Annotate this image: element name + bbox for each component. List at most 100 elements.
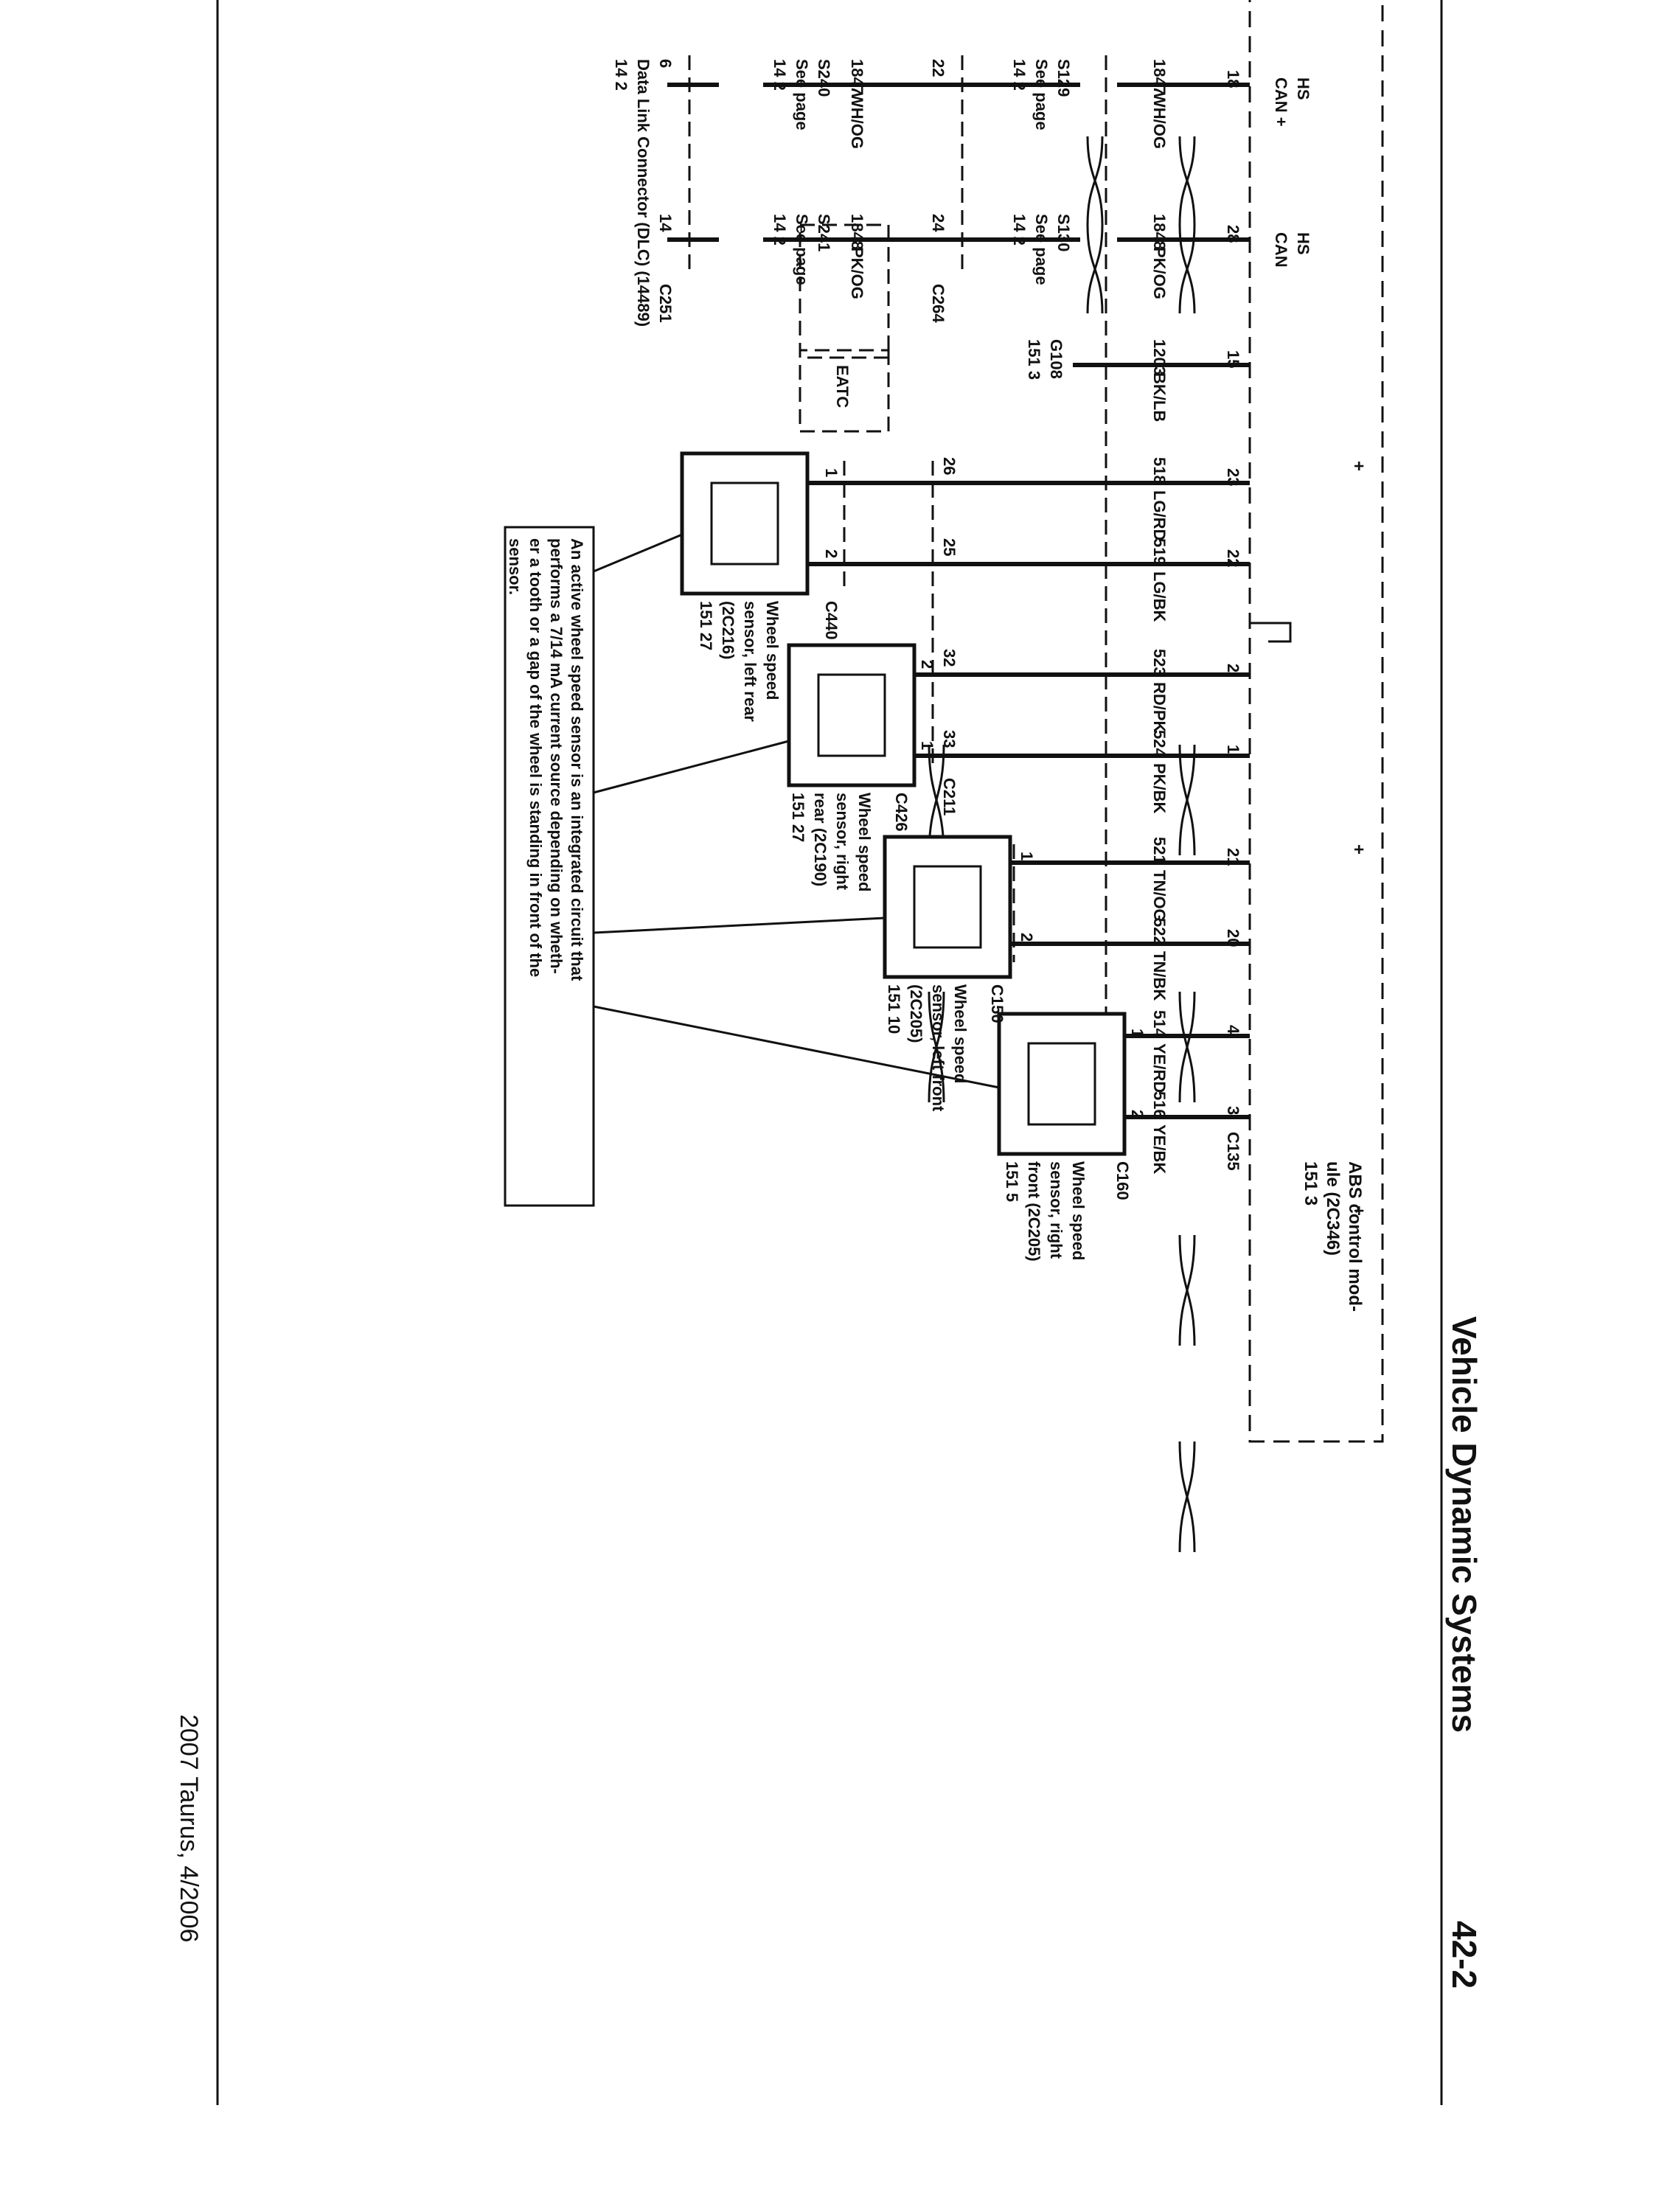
sensor-left-rear-line1: Wheel speed (763, 601, 782, 700)
abs-module-name-2: ule (2C346) (1323, 1161, 1343, 1256)
sensor-right-front-line2: sensor, right (1047, 1161, 1065, 1259)
c264-circuit-a: 1847 (848, 59, 866, 95)
eatc-label: EATC (833, 365, 852, 408)
connector-c211-label: C211 (940, 778, 959, 815)
arrow-left-front (593, 917, 886, 934)
sensor-right-front-connector: C160 (1113, 1161, 1132, 1200)
wire-516-color: YE/BK (1150, 1124, 1169, 1174)
splice-s129-ref: 14 2 (1010, 59, 1029, 91)
wire-1203-circuit: 1203 (1150, 339, 1169, 375)
note-line-2: performs a 7/14 mA current source depend… (547, 538, 566, 974)
dlc-pin-a: 6 (656, 59, 675, 68)
connector-c264-label: C264 (929, 284, 947, 323)
splice-s130-ref: 14 2 (1010, 214, 1029, 246)
sensor-left-rear-ref: 151 27 (697, 601, 715, 650)
dlc-ref: 14 2 (612, 59, 630, 91)
note-line-4: sensor. (506, 538, 524, 595)
sensor-right-front-line3: front (2C205) (1025, 1161, 1043, 1262)
abs-module-box (1248, 0, 1384, 1443)
sensor-left-front-ref: 151 10 (885, 984, 903, 1034)
pin-20: 20 (1224, 929, 1242, 947)
dlc-pin-b: 14 (656, 214, 675, 232)
pin-18-sub1: HS (1294, 77, 1312, 100)
c211-pin-25: 25 (940, 538, 959, 556)
wire-522-color: TN/BK (1150, 951, 1169, 1001)
footer-text: 2007 Taurus, 4/2006 (175, 1714, 203, 1942)
twist-rr-d (928, 991, 945, 1103)
twist-rf-b (1178, 1441, 1196, 1553)
abs-module-ref: 151 3 (1301, 1161, 1321, 1206)
wire-519-color: LG/BK (1150, 571, 1169, 622)
wire-1203-color: BK/LB (1150, 372, 1169, 422)
note-line-3: er a tooth or a gap of the wheel is stan… (526, 538, 545, 977)
page-title: Vehicle Dynamic Systems (1445, 1316, 1484, 1733)
wire-514-color: YE/RD (1150, 1043, 1169, 1093)
sensor-left-front-connector: C150 (988, 984, 1006, 1023)
ground-g108-ref: 151 3 (1025, 339, 1043, 380)
pin-28-sub1: HS (1294, 232, 1312, 255)
sensor-right-rear-line3: rear (2C190) (811, 793, 830, 886)
splice-s240-name: S240 (815, 59, 833, 97)
twist-lf-b (1178, 1234, 1196, 1346)
wire-521-color: TN/OG (1150, 870, 1169, 922)
arrow-left-rear (593, 533, 683, 573)
pin-28: 28 (1224, 225, 1242, 243)
sensor-right-rear-ref: 151 27 (789, 793, 807, 842)
sensor-left-rear-line3: (2C216) (719, 601, 737, 659)
sensor-left-rear-body (680, 451, 810, 596)
c264-pin-b: 24 (929, 214, 947, 232)
plus-sign-3: + (1349, 1206, 1368, 1216)
wire-1847-circuit: 1847 (1150, 59, 1169, 95)
twist-can-a (1178, 136, 1196, 314)
sensor-right-front-pin-a: 1 (1128, 1029, 1147, 1037)
connector-c251-label: C251 (656, 284, 675, 323)
sensor-right-front-pin-b: 2 (1128, 1110, 1147, 1119)
sensor-right-rear-pin-a: 2 (918, 660, 936, 669)
wire-1848-circuit: 1848 (1150, 214, 1169, 250)
pin-23: 23 (1224, 468, 1242, 486)
pin-4: 4 (1224, 1025, 1242, 1034)
sensor-right-rear-body (787, 643, 917, 787)
wiring-diagram: Vehicle Dynamic Systems 42-2 2007 Taurus… (175, 0, 1484, 2105)
c264-pin-a: 22 (929, 59, 947, 77)
sensor-right-front-icon (1027, 1042, 1096, 1126)
c211-pin-26: 26 (940, 457, 959, 475)
wire-1847-color: WH/OG (1150, 92, 1169, 149)
eatc-box (799, 349, 890, 433)
pin-3: 3 (1224, 1106, 1242, 1115)
eatc-splice-box (799, 223, 890, 359)
wire-522-circuit: 522 (1150, 918, 1169, 945)
sensor-right-front-line1: Wheel speed (1069, 1161, 1088, 1260)
twist-lr-b (1178, 744, 1196, 856)
pin-2: 2 (1224, 664, 1242, 672)
wire-524-circuit: 524 (1150, 730, 1169, 757)
plus-sign-2: + (1349, 844, 1368, 855)
sensor-right-rear-line1: Wheel speed (855, 793, 874, 891)
plus-sign-1: + (1349, 461, 1368, 471)
wire-518-circuit: 518 (1150, 457, 1169, 484)
c264-circuit-b: 1848 (848, 214, 866, 250)
note-line-1: An active wheel speed sensor is an integ… (568, 538, 586, 981)
sensor-left-front-pin-b: 2 (1018, 933, 1036, 942)
sensor-right-rear-pin-b: 1 (918, 741, 936, 750)
splice-s130-name: S130 (1054, 214, 1073, 251)
arrow-right-rear (593, 740, 790, 794)
sensor-left-rear-connector: C440 (822, 601, 841, 640)
wire-518-color: LG/RD (1150, 490, 1169, 540)
splice-s241-name: S241 (815, 214, 833, 251)
sensor-left-rear-pin-a: 1 (822, 468, 841, 477)
sensor-left-front-line1: Wheel speed (951, 984, 970, 1083)
sensor-right-rear-icon (817, 673, 886, 757)
note-box (504, 526, 595, 1207)
wire-519-circuit: 519 (1150, 538, 1169, 566)
wire-514-circuit: 514 (1150, 1010, 1169, 1037)
splice-s130-see: See page (1032, 214, 1051, 285)
ground-g108-name: G108 (1047, 339, 1065, 379)
splice-s129-name: S129 (1054, 59, 1073, 97)
abs-module-name-1: ABS control mod- (1345, 1161, 1365, 1312)
sensor-left-front-line3: (2C205) (907, 984, 925, 1043)
pin-28-sub2: CAN (1272, 232, 1290, 268)
sensor-left-rear-pin-b: 2 (822, 549, 841, 558)
wire-516-circuit: 516 (1150, 1091, 1169, 1119)
